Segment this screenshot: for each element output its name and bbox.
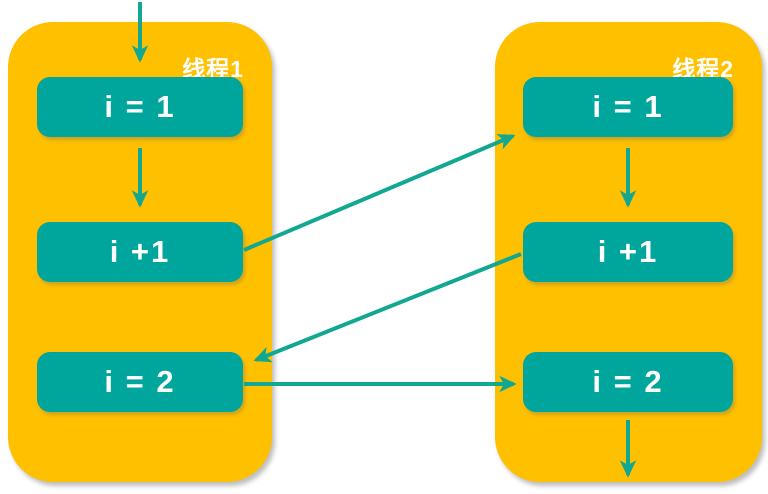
arrow-t1-i-plus-1-to-t2-i-eq-1 [243,134,516,252]
thread2-node-i-plus-1: i +1 [523,222,733,282]
thread2-node-i-eq-1: i = 1 [523,77,733,137]
arrow-t2-i-plus-1-to-t1-i-eq-2 [253,252,522,363]
thread1-node-i-eq-2: i = 2 [37,352,243,412]
thread1-node-i-plus-1: i +1 [37,222,243,282]
thread1-node-i-eq-1: i = 1 [37,77,243,137]
thread1-container: 线程1 i = 1 i +1 i = 2 [8,22,272,482]
thread2-container: 线程2 i = 1 i +1 i = 2 [495,22,762,482]
thread2-node-i-eq-2: i = 2 [523,352,733,412]
